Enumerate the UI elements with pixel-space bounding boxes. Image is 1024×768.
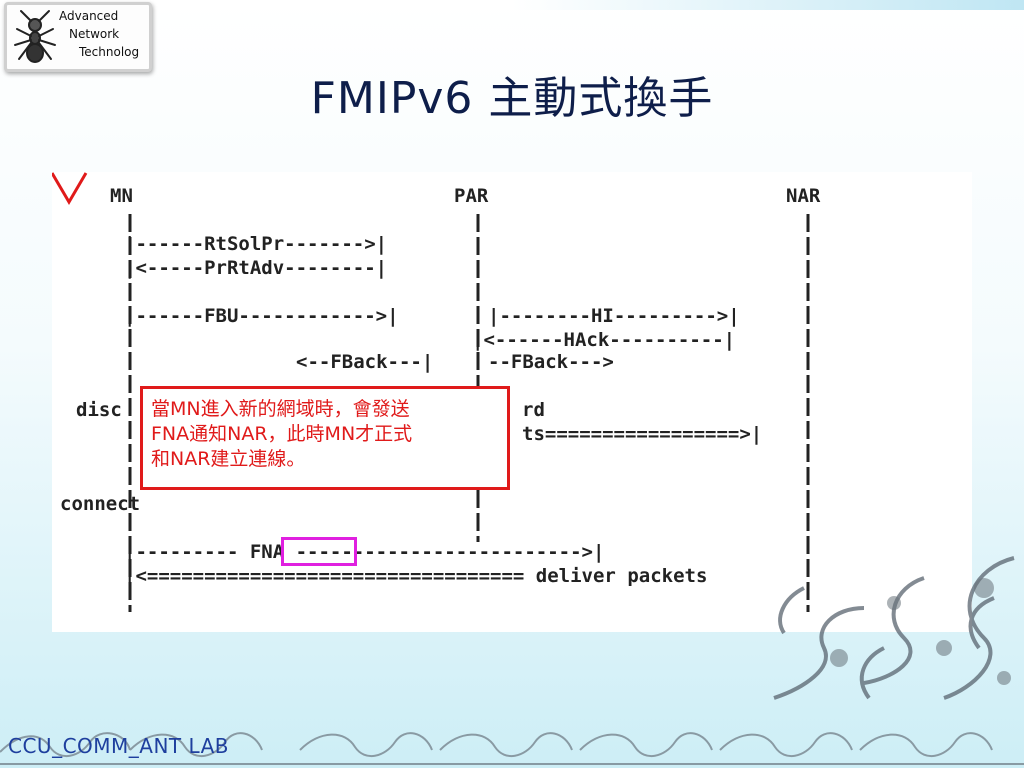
logo-line-3: Technolog <box>79 45 140 59</box>
message-fna-line: |--------- FNA -------------------------… <box>124 541 604 563</box>
logo-text: Advanced Network Technolog <box>59 7 149 61</box>
fragment-connect: connect <box>60 493 140 515</box>
message-fback-right: --FBack---> <box>488 351 614 373</box>
message-prrtadv: |<-----PrRtAdv--------| <box>124 257 387 279</box>
callout-pointer <box>52 172 88 205</box>
message-deliver-packets: |<================================= deli… <box>124 565 707 587</box>
sequence-diagram-canvas: MN PAR NAR |------RtSolPr------->| |<---… <box>60 185 821 612</box>
lab-logo: Advanced Network Technolog <box>4 2 152 72</box>
message-hi: |--------HI--------->| <box>488 305 740 327</box>
fragment-ts: ts=================>| <box>522 423 762 445</box>
lane-par-label: PAR <box>454 185 489 207</box>
page-title: FMIPv6 主動式換手 <box>310 73 714 124</box>
logo-line-2: Network <box>69 27 120 41</box>
callout-line-3: 和NAR建立連線。 <box>151 448 306 470</box>
logo-line-1: Advanced <box>59 9 119 23</box>
callout-line-1: 當MN進入新的網域時，會發送 <box>151 398 410 420</box>
fragment-rd: rd <box>522 399 545 421</box>
callout-line-2: FNA通知NAR，此時MN才正式 <box>151 423 413 445</box>
message-fback-left: <--FBack---| <box>296 351 433 373</box>
message-hack: |<------HAck----------| <box>472 329 735 351</box>
fragment-disc: disc <box>76 399 122 421</box>
ant-icon <box>14 10 56 63</box>
lane-mn-label: MN <box>110 185 133 207</box>
footer-lab-name: CCU_COMM_ANT LAB <box>8 734 230 758</box>
fna-highlight-box <box>281 537 357 566</box>
lane-nar-label: NAR <box>786 185 821 207</box>
callout-note: 當MN進入新的網域時，會發送 FNA通知NAR，此時MN才正式 和NAR建立連線… <box>140 386 510 490</box>
top-bar <box>0 0 1024 10</box>
dragon-decoration <box>773 556 1015 700</box>
wave-decoration <box>0 732 1024 765</box>
message-rtsolpr: |------RtSolPr------->| <box>124 233 387 255</box>
sequence-diagram: MN PAR NAR |------RtSolPr------->| |<---… <box>52 172 972 632</box>
message-fbu: |------FBU------------>| <box>124 305 399 327</box>
